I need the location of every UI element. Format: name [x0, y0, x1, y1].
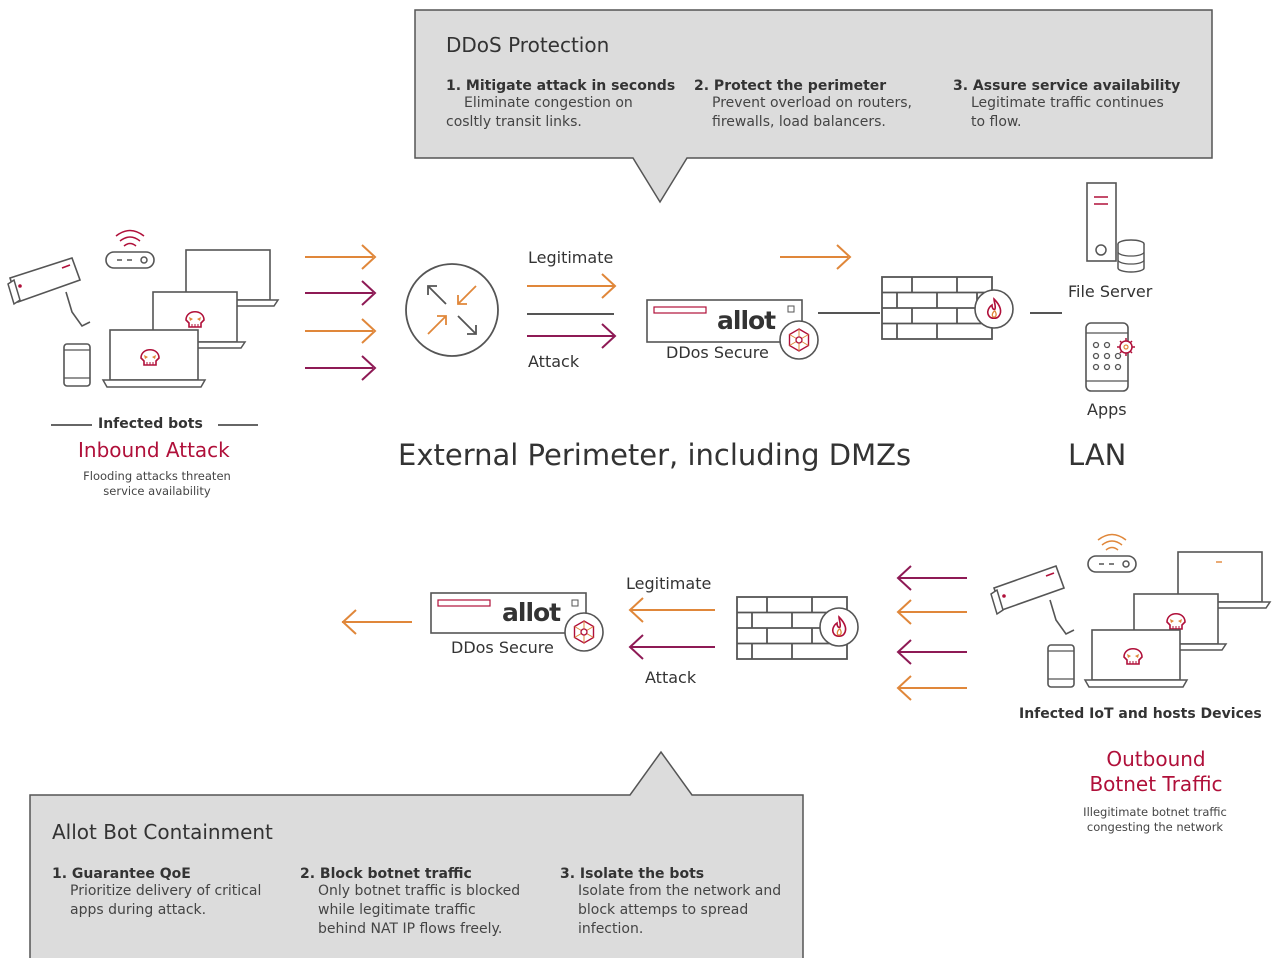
outbound-heading-line-2: Botnet Traffic: [1089, 772, 1223, 796]
outbound-heading: Outbound Botnet Traffic: [1070, 747, 1242, 797]
bot-item-1-head: 1. Guarantee QoE: [52, 866, 191, 882]
outbound-split-arrows: [628, 597, 715, 660]
bot-item-2-line-3: behind NAT IP flows freely.: [318, 921, 503, 937]
inbound-camera-icon: [7, 257, 91, 328]
inbound-clean-arrow: [780, 244, 852, 270]
perimeter-zone-label: External Perimeter, including DMZs: [398, 438, 912, 472]
bot-item-3-line-1: Isolate from the network and: [578, 883, 782, 899]
inbound-phone-icon: [63, 343, 91, 387]
inbound-router-wifi-icon: [105, 229, 155, 269]
outbound-desc-line-2: congesting the network: [1086, 820, 1224, 834]
bot-item-2-line-1: Only botnet traffic is blocked: [318, 883, 521, 899]
inbound-traffic-arrows: [305, 244, 377, 381]
outbound-desc-line-1: Illegitimate botnet traffic: [1083, 805, 1227, 819]
bot-containment-title: Allot Bot Containment: [52, 820, 273, 844]
outbound-legit-label: Legitimate: [626, 574, 712, 593]
ddos-protection-title: DDoS Protection: [446, 33, 610, 57]
ddos-item-1: 1. Mitigate attack in seconds Eliminate …: [446, 78, 686, 132]
ddos-item-2-line-1: Prevent overload on routers,: [712, 95, 912, 111]
bot-item-3-head: 3. Isolate the bots: [560, 866, 705, 882]
lan-zone-label: LAN: [1068, 438, 1127, 472]
bot-item-3: 3. Isolate the bots Isolate from the net…: [560, 866, 800, 939]
inbound-attack-heading: Inbound Attack: [78, 438, 230, 462]
infected-iot-label: Infected IoT and hosts Devices: [1019, 706, 1262, 722]
ddos-item-3-line-1: Legitimate traffic continues: [971, 95, 1164, 111]
ddos-item-2-head: 2. Protect the perimeter: [694, 78, 887, 94]
bot-item-1: 1. Guarantee QoE Prioritize delivery of …: [52, 866, 292, 920]
inbound-ddos-hex-icon: [779, 320, 819, 360]
bot-item-3-line-3: infection.: [578, 921, 644, 937]
inbound-desc-line-2: service availability: [103, 484, 211, 498]
bot-containment-callout-box: [29, 750, 804, 958]
outbound-laptop-front-icon: [1083, 629, 1189, 688]
ddos-item-3: 3. Assure service availability Legitimat…: [953, 78, 1203, 132]
outbound-camera-icon: [990, 564, 1075, 636]
bot-item-2-head: 2. Block botnet traffic: [300, 866, 472, 882]
file-server-icon: [1086, 182, 1145, 273]
apps-label: Apps: [1087, 400, 1127, 419]
outbound-phone-icon: [1047, 644, 1075, 688]
inbound-split-arrows: [527, 273, 617, 349]
inbound-desc: Flooding attacks threaten service availa…: [62, 469, 252, 499]
ddos-item-1-head: 1. Mitigate attack in seconds: [446, 78, 676, 94]
ddos-item-1-line-2: cosltly transit links.: [446, 114, 582, 130]
infected-bots-label: Infected bots: [98, 416, 203, 432]
bot-item-1-line-1: Prioritize delivery of critical: [70, 883, 262, 899]
bot-item-2: 2. Block botnet traffic Only botnet traf…: [300, 866, 550, 939]
inbound-desc-line-1: Flooding attacks threaten: [83, 469, 231, 483]
bot-item-2-line-2: while legitimate traffic: [318, 902, 476, 918]
outbound-clean-arrow: [341, 609, 412, 635]
outbound-ddos-hex-icon: [564, 612, 604, 652]
outbound-router-wifi-icon: [1087, 533, 1137, 573]
ddos-item-2: 2. Protect the perimeter Prevent overloa…: [694, 78, 944, 132]
perimeter-router-icon: [405, 263, 499, 357]
ddos-item-3-line-2: to flow.: [971, 114, 1022, 130]
ddos-item-2-line-2: firewalls, load balancers.: [712, 114, 886, 130]
inbound-legit-label: Legitimate: [528, 248, 614, 267]
inbound-attack-label: Attack: [528, 352, 580, 371]
ddos-item-3-head: 3. Assure service availability: [953, 78, 1181, 94]
outbound-desc: Illegitimate botnet traffic congesting t…: [1060, 805, 1250, 835]
outbound-ddos-secure-appliance: [430, 592, 587, 634]
bot-item-1-line-2: apps during attack.: [70, 902, 207, 918]
inbound-laptop-front-icon: [101, 329, 207, 388]
ddos-item-1-line-1: Eliminate congestion on: [464, 95, 633, 111]
inbound-allot-logo: allot: [717, 306, 776, 335]
file-server-label: File Server: [1068, 282, 1153, 301]
apps-phone-icon: [1085, 322, 1135, 392]
ddos-protection-callout-box: [414, 9, 1213, 204]
inbound-ddos-secure-appliance: [646, 299, 803, 343]
outbound-allot-logo: allot: [502, 598, 561, 627]
inbound-ddos-label: DDos Secure: [666, 343, 769, 362]
outbound-fire-icon: [819, 607, 859, 647]
outbound-ddos-label: DDos Secure: [451, 638, 554, 657]
inbound-fire-icon: [974, 289, 1014, 329]
outbound-attack-label: Attack: [645, 668, 697, 687]
bot-item-3-line-2: block attemps to spread: [578, 902, 749, 918]
outbound-heading-line-1: Outbound: [1106, 747, 1206, 771]
outbound-traffic-arrows: [896, 565, 967, 701]
